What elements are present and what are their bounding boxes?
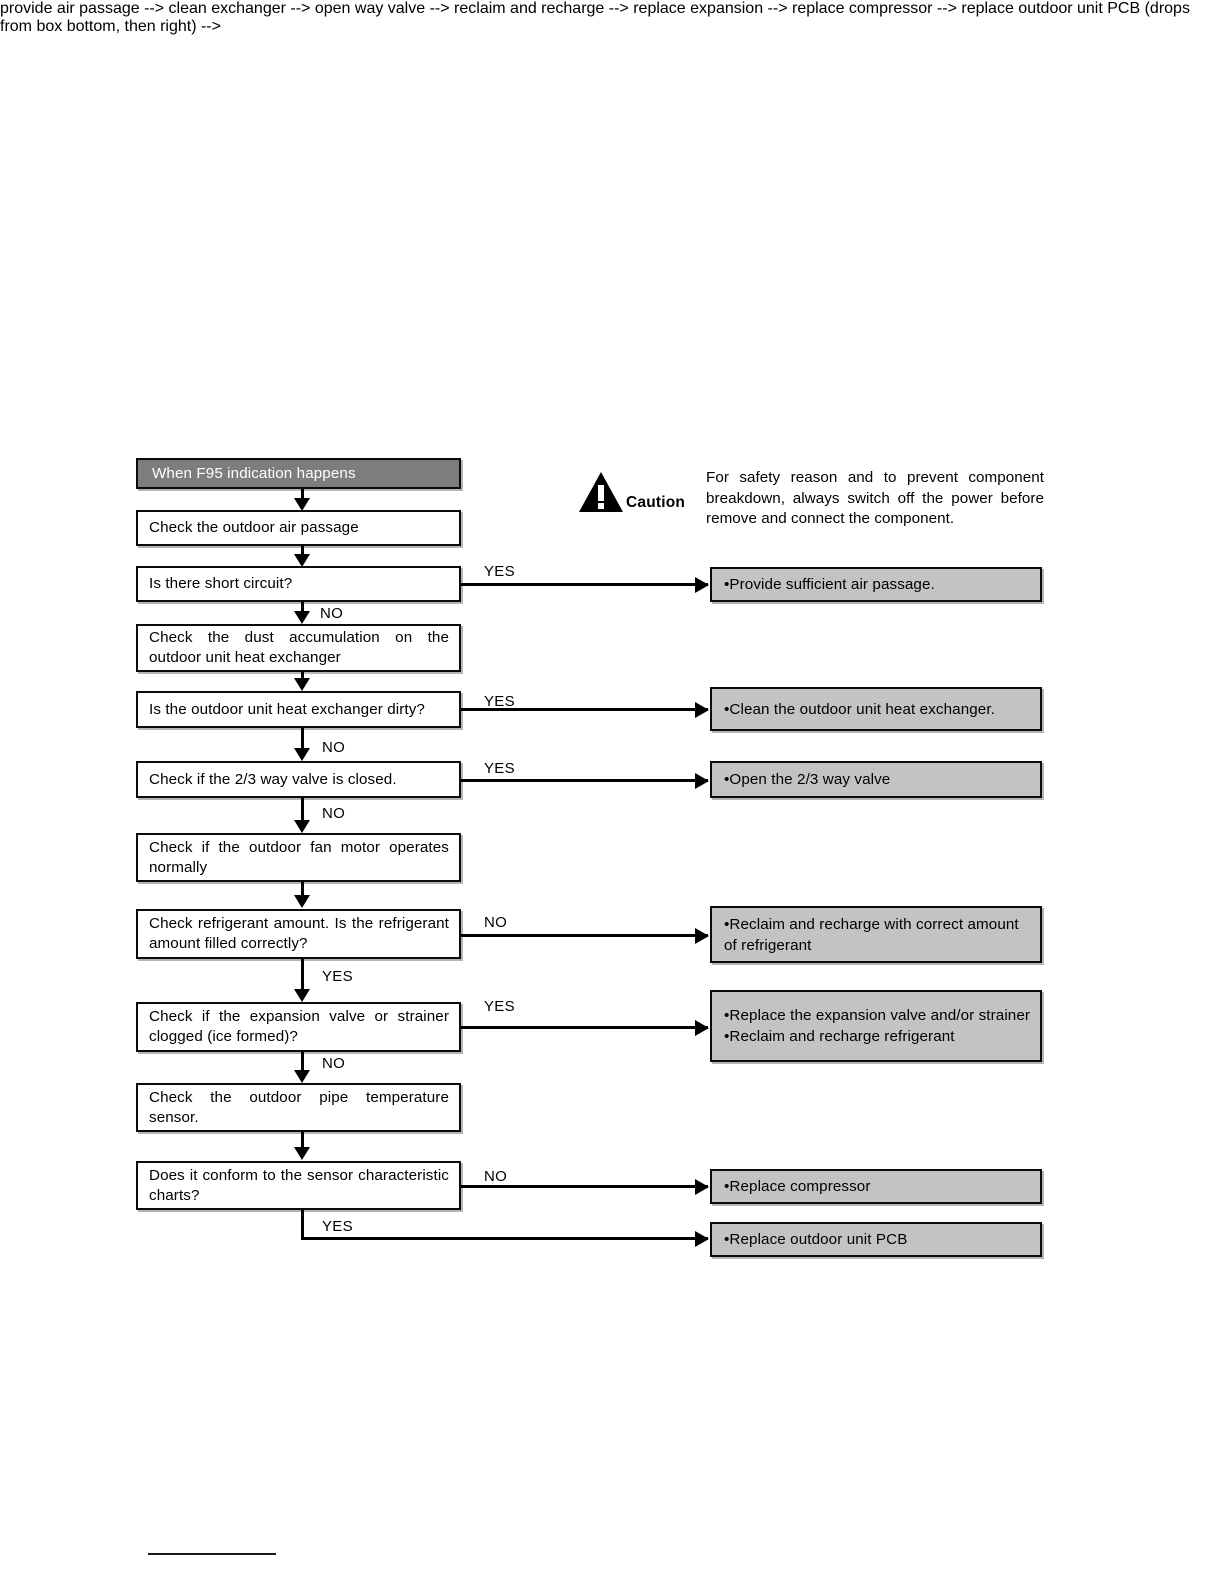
flow-action-line: •Reclaim and recharge with correct amoun… xyxy=(724,915,1019,954)
branch-label-yes: YES xyxy=(484,563,515,580)
flow-action-label: •Open the 2/3 way valve xyxy=(724,771,891,788)
branch-label-yes: YES xyxy=(484,998,515,1015)
flow-step-label: Is there short circuit? xyxy=(149,575,293,592)
branch-label-no: NO xyxy=(484,1168,508,1185)
caution-notice: Caution For safety reason and to prevent… xyxy=(578,468,1044,530)
flow-step-check-expansion: Check if the expansion valve or strainer… xyxy=(136,1002,461,1052)
flow-step-short-circuit: Is there short circuit? xyxy=(136,566,461,602)
branch-arrow-right-icon xyxy=(695,773,709,789)
branch-arrow-right-icon xyxy=(695,577,709,593)
flow-action-label: •Replace compressor xyxy=(724,1178,871,1195)
flow-step-label: Check if the 2/3 way valve is closed. xyxy=(149,770,397,788)
connector-line xyxy=(301,1132,304,1149)
branch-label-no: NO xyxy=(322,1055,346,1072)
flow-action-line: •Reclaim and recharge refrigerant xyxy=(724,1028,955,1045)
caution-text: For safety reason and to prevent compone… xyxy=(706,469,1044,527)
branch-line xyxy=(461,1026,708,1029)
footer-rule xyxy=(148,1553,276,1555)
connector-line xyxy=(301,728,304,750)
branch-label-yes: YES xyxy=(484,693,515,710)
connector-line xyxy=(301,959,304,990)
flow-step-label: Check the outdoor air passage xyxy=(149,519,359,536)
branch-label-no: NO xyxy=(322,805,346,822)
branch-line xyxy=(301,1237,708,1240)
connector-line xyxy=(301,489,304,500)
flow-action-open-way-valve: •Open the 2/3 way valve xyxy=(710,761,1042,798)
branch-arrow-right-icon xyxy=(695,1231,709,1247)
flow-step-label: Is the outdoor unit heat exchanger dirty… xyxy=(149,700,425,718)
connector-arrow-down-icon xyxy=(294,498,310,511)
branch-line xyxy=(461,779,708,782)
flow-step-label: Check the outdoor pipe temperature senso… xyxy=(149,1088,449,1126)
flow-step-label: Check if the expansion valve or strainer… xyxy=(149,1008,449,1045)
flow-step-exchanger-dirty: Is the outdoor unit heat exchanger dirty… xyxy=(136,691,461,728)
branch-line xyxy=(461,583,708,586)
branch-arrow-right-icon xyxy=(695,1020,709,1036)
flow-action-label: •Replace outdoor unit PCB xyxy=(724,1231,908,1248)
connector-arrow-down-icon xyxy=(294,748,310,761)
connector-arrow-down-icon xyxy=(294,554,310,567)
flow-action-line: •Replace the expansion valve and/or stra… xyxy=(724,1007,1031,1024)
flow-step-check-air-passage: Check the outdoor air passage xyxy=(136,510,461,546)
branch-label-no: NO xyxy=(320,605,344,622)
flow-step-check-fan-motor: Check if the outdoor fan motor operates … xyxy=(136,833,461,882)
flow-step-check-refrigerant: Check refrigerant amount. Is the refrige… xyxy=(136,909,461,959)
flow-step-check-pipe-sensor: Check the outdoor pipe temperature senso… xyxy=(136,1083,461,1132)
flow-step-label: Does it conform to the sensor characteri… xyxy=(149,1166,449,1204)
branch-line xyxy=(461,934,708,937)
flow-action-provide-air-passage: •Provide sufficient air passage. xyxy=(710,567,1042,602)
connector-arrow-down-icon xyxy=(294,989,310,1002)
warning-triangle-icon xyxy=(578,470,696,518)
flow-step-check-dust: Check the dust accumulation on the outdo… xyxy=(136,624,461,672)
connector-arrow-down-icon xyxy=(294,1070,310,1083)
flow-start-label: When F95 indication happens xyxy=(152,464,356,482)
connector-arrow-down-icon xyxy=(294,678,310,691)
flow-action-replace-compressor: •Replace compressor xyxy=(710,1169,1042,1204)
flow-action-label: •Provide sufficient air passage. xyxy=(724,576,935,593)
branch-label-yes: YES xyxy=(322,1218,353,1235)
flow-step-check-way-valve: Check if the 2/3 way valve is closed. xyxy=(136,761,461,798)
flow-step-label: Check the dust accumulation on the outdo… xyxy=(149,629,449,666)
caution-label: Caution xyxy=(626,494,686,511)
connector-line xyxy=(301,882,304,897)
branch-label-no: NO xyxy=(484,914,508,931)
flow-step-label: Check if the outdoor fan motor operates … xyxy=(149,838,449,876)
branch-arrow-right-icon xyxy=(695,1179,709,1195)
flow-action-label: •Clean the outdoor unit heat exchanger. xyxy=(724,700,995,718)
connector-arrow-down-icon xyxy=(294,895,310,908)
flow-step-sensor-conform: Does it conform to the sensor characteri… xyxy=(136,1161,461,1210)
branch-label-yes: YES xyxy=(484,760,515,777)
branch-label-yes: YES xyxy=(322,968,353,985)
connector-line xyxy=(301,1052,304,1072)
connector-arrow-down-icon xyxy=(294,1147,310,1160)
branch-line xyxy=(301,1210,304,1239)
flow-action-recharge-refrigerant: •Reclaim and recharge with correct amoun… xyxy=(710,906,1042,963)
connector-line xyxy=(301,798,304,822)
branch-line xyxy=(461,1185,708,1188)
flow-action-replace-pcb: •Replace outdoor unit PCB xyxy=(710,1222,1042,1257)
connector-arrow-down-icon xyxy=(294,611,310,624)
branch-arrow-right-icon xyxy=(695,702,709,718)
connector-line xyxy=(301,672,304,680)
connector-arrow-down-icon xyxy=(294,820,310,833)
branch-arrow-right-icon xyxy=(695,928,709,944)
connector-line xyxy=(301,546,304,555)
flow-start-box: When F95 indication happens xyxy=(136,458,461,489)
branch-label-no: NO xyxy=(322,739,346,756)
branch-line xyxy=(461,708,708,711)
flow-action-replace-expansion: •Replace the expansion valve and/or stra… xyxy=(710,990,1042,1062)
flow-step-label: Check refrigerant amount. Is the refrige… xyxy=(149,915,449,952)
flow-action-clean-exchanger: •Clean the outdoor unit heat exchanger. xyxy=(710,687,1042,731)
connector-line xyxy=(301,602,304,613)
